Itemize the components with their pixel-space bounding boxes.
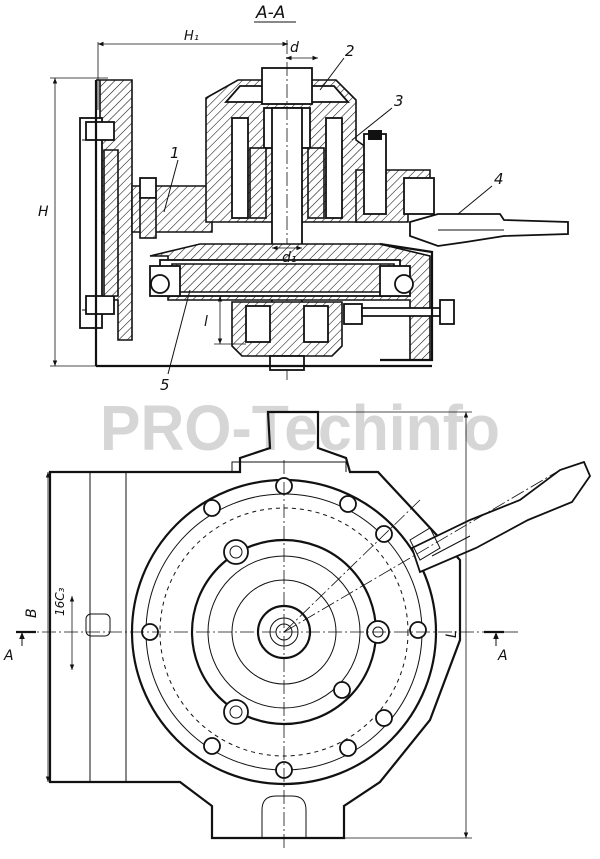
- callout-3: 3: [394, 92, 404, 110]
- dim-l: l: [204, 314, 208, 330]
- callout-4: 4: [494, 170, 504, 188]
- plan-view: B 16C₃ L A A: [3, 410, 592, 850]
- dim-d: d: [290, 40, 299, 56]
- section-mark-left: A: [3, 648, 14, 664]
- callout-5: 5: [160, 376, 170, 394]
- callout-1: 1: [170, 144, 180, 162]
- dim-h: H: [38, 204, 49, 220]
- callout-2: 2: [345, 42, 355, 60]
- section-view: A-A H₁ d H: [38, 3, 569, 394]
- dim-b: B: [24, 608, 40, 618]
- dim-d1: d₁: [282, 250, 297, 266]
- section-mark-right: A: [497, 648, 508, 664]
- dim-L: L: [444, 630, 460, 638]
- section-title: A-A: [255, 3, 285, 23]
- dim-h1: H₁: [184, 29, 199, 44]
- dim-c3: 16C₃: [53, 587, 67, 616]
- watermark: PRO-Techinfo: [100, 392, 500, 464]
